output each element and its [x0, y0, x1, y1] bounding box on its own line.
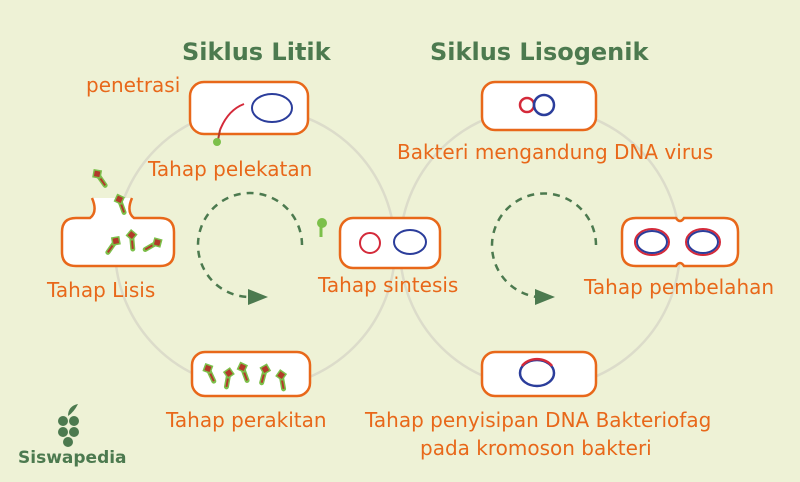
cell-division [620, 216, 740, 268]
bacteriophage-icon [259, 363, 272, 386]
bacteriophage-icon [142, 237, 163, 252]
label-penetration: penetrasi [86, 73, 181, 97]
bacteriophage-icon [105, 235, 121, 255]
phage-group [92, 168, 288, 392]
cell-attachment [188, 80, 310, 146]
bacteriophage-icon [236, 361, 250, 383]
cell-insertion [480, 350, 598, 398]
bacteriophage-icon [222, 367, 235, 390]
siswapedia-logo-icon [58, 404, 79, 447]
bacteriophage-icon [202, 362, 217, 384]
title-lytic-cycle: Siklus Litik [182, 38, 331, 66]
label-division: Tahap pembelahan [584, 275, 775, 299]
label-insertion-line1: Tahap penyisipan DNA Bakteriofag [365, 408, 712, 432]
cell-lysis [60, 197, 176, 268]
brand-name: Siswapedia [18, 448, 127, 468]
cell-synthesis [338, 216, 442, 270]
phage-head [213, 138, 221, 146]
cell-bacteria-viral-dna [480, 80, 598, 132]
phage-near-synthesis [317, 218, 327, 237]
title-lysogenic-cycle: Siklus Lisogenik [430, 38, 649, 66]
bacteriophage-icon [113, 193, 127, 215]
label-synthesis: Tahap sintesis [318, 273, 459, 297]
lysogenic-cycle-arrow [490, 192, 598, 305]
label-assembly: Tahap perakitan [166, 408, 327, 432]
lytic-cycle-arrow [196, 191, 304, 305]
label-lysis: Tahap Lisis [47, 278, 156, 302]
bacteriophage-icon [92, 168, 108, 188]
bacteriophage-icon [275, 369, 288, 392]
label-attachment: Tahap pelekatan [148, 157, 313, 181]
label-insertion-line2: pada kromoson bakteri [420, 436, 652, 460]
label-bacteria-viral-dna: Bakteri mengandung DNA virus [397, 140, 714, 164]
bacteriophage-icon [125, 228, 138, 252]
